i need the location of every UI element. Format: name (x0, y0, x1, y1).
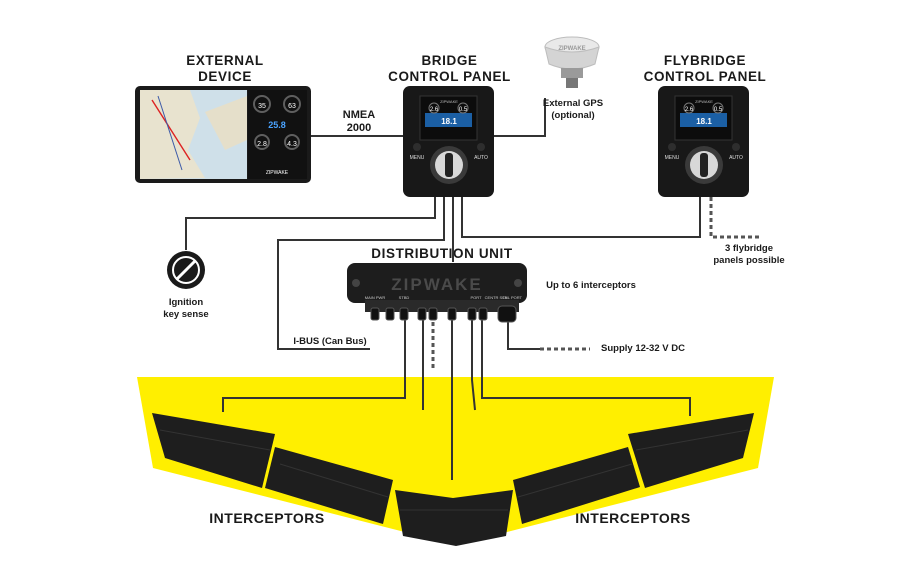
interceptors-right-label: INTERCEPTORS (575, 510, 691, 526)
bridge-speed: 18.1 (441, 117, 457, 126)
flybridge-panel-title: FLYBRIDGE CONTROL PANEL (643, 53, 767, 84)
external-gps-label: External GPS (optional) (542, 98, 604, 121)
up-to-interceptors-label: Up to 6 interceptors (546, 280, 636, 291)
interceptor-blade-2 (265, 447, 393, 524)
ignition-key-icon (167, 251, 205, 289)
interceptor-blades (152, 413, 754, 546)
nmea-label: NMEA 2000 (342, 109, 376, 134)
flybridge-note-label: 3 flybridge panels possible (713, 243, 785, 266)
dist-port-label-2: PORT (470, 295, 482, 300)
interceptor-line-4 (471, 320, 476, 411)
bridge-brand: ZIPWAKE (440, 99, 458, 104)
flybridge-auto-label: AUTO (729, 155, 743, 161)
external-device: 35 63 25.8 2.8 4.3 ZIPWAKE (135, 86, 311, 183)
distribution-unit: ZIPWAKE MAIN PWR STBD PORT CENTR STB CNL… (347, 263, 527, 323)
distribution-unit-title: DISTRIBUTION UNIT (371, 246, 513, 261)
display-pitch: 2.8 (257, 141, 267, 148)
hull-shape (137, 377, 774, 545)
interceptor-blade-3 (395, 490, 513, 546)
flybridge-dashed (709, 197, 760, 239)
dist-port-label-0: MAIN PWR (365, 295, 386, 300)
bridge-panel-title: BRIDGE CONTROL PANEL (388, 53, 511, 84)
display-brand: ZIPWAKE (266, 170, 289, 176)
flybridge-brand: ZIPWAKE (695, 99, 713, 104)
ignition-label: Ignition key sense (163, 297, 209, 320)
flybridge-control-panel: 2.6 0.5 18.1 ZIPWAKE MENU AUTO (658, 86, 749, 197)
interceptor-blade-4 (513, 447, 640, 524)
display-gauge2: 63 (288, 103, 296, 110)
gps-antenna: ZIPWAKE (544, 36, 600, 88)
flybridge-right-angle: 0.5 (714, 107, 723, 113)
gps-line (493, 98, 546, 137)
gps-brand: ZIPWAKE (558, 46, 585, 52)
bridge-auto-label: AUTO (474, 155, 488, 161)
dist-port-label-4: CNL PORT (502, 295, 523, 300)
display-gauge1: 35 (258, 103, 266, 110)
ibus-line (277, 197, 445, 350)
flybridge-menu-label: MENU (665, 155, 680, 161)
flybridge-speed: 18.1 (696, 117, 712, 126)
interceptor-blade-1 (152, 413, 275, 488)
interceptor-line-5 (481, 320, 691, 416)
interceptor-line-1 (222, 320, 406, 412)
display-roll: 4.3 (287, 141, 297, 148)
display-speed: 25.8 (268, 120, 286, 130)
dashed-lines (431, 197, 760, 370)
dist-port-label-1: STBD (399, 295, 410, 300)
flybridge-line (461, 197, 701, 238)
dist-port-label-3: CENTR STB (485, 295, 508, 300)
bridge-control-panel: 2.6 0.5 18.1 ZIPWAKE MENU AUTO (403, 86, 494, 197)
interceptors-left-label: INTERCEPTORS (209, 510, 325, 526)
bridge-left-angle: 2.6 (430, 107, 439, 113)
bridge-menu-label: MENU (410, 155, 425, 161)
interceptor-blade-5 (628, 413, 754, 488)
connection-lines (185, 98, 701, 480)
bridge-right-angle: 0.5 (459, 107, 468, 113)
ibus-label: I-BUS (Can Bus) (293, 336, 367, 347)
supply-label: Supply 12-32 V DC (601, 343, 685, 354)
supply-line-solid (507, 320, 540, 350)
external-device-title: EXTERNAL DEVICE (186, 53, 264, 84)
flybridge-left-angle: 2.6 (685, 107, 694, 113)
ignition-line (185, 197, 436, 250)
dist-unit-brand: ZIPWAKE (391, 275, 482, 294)
